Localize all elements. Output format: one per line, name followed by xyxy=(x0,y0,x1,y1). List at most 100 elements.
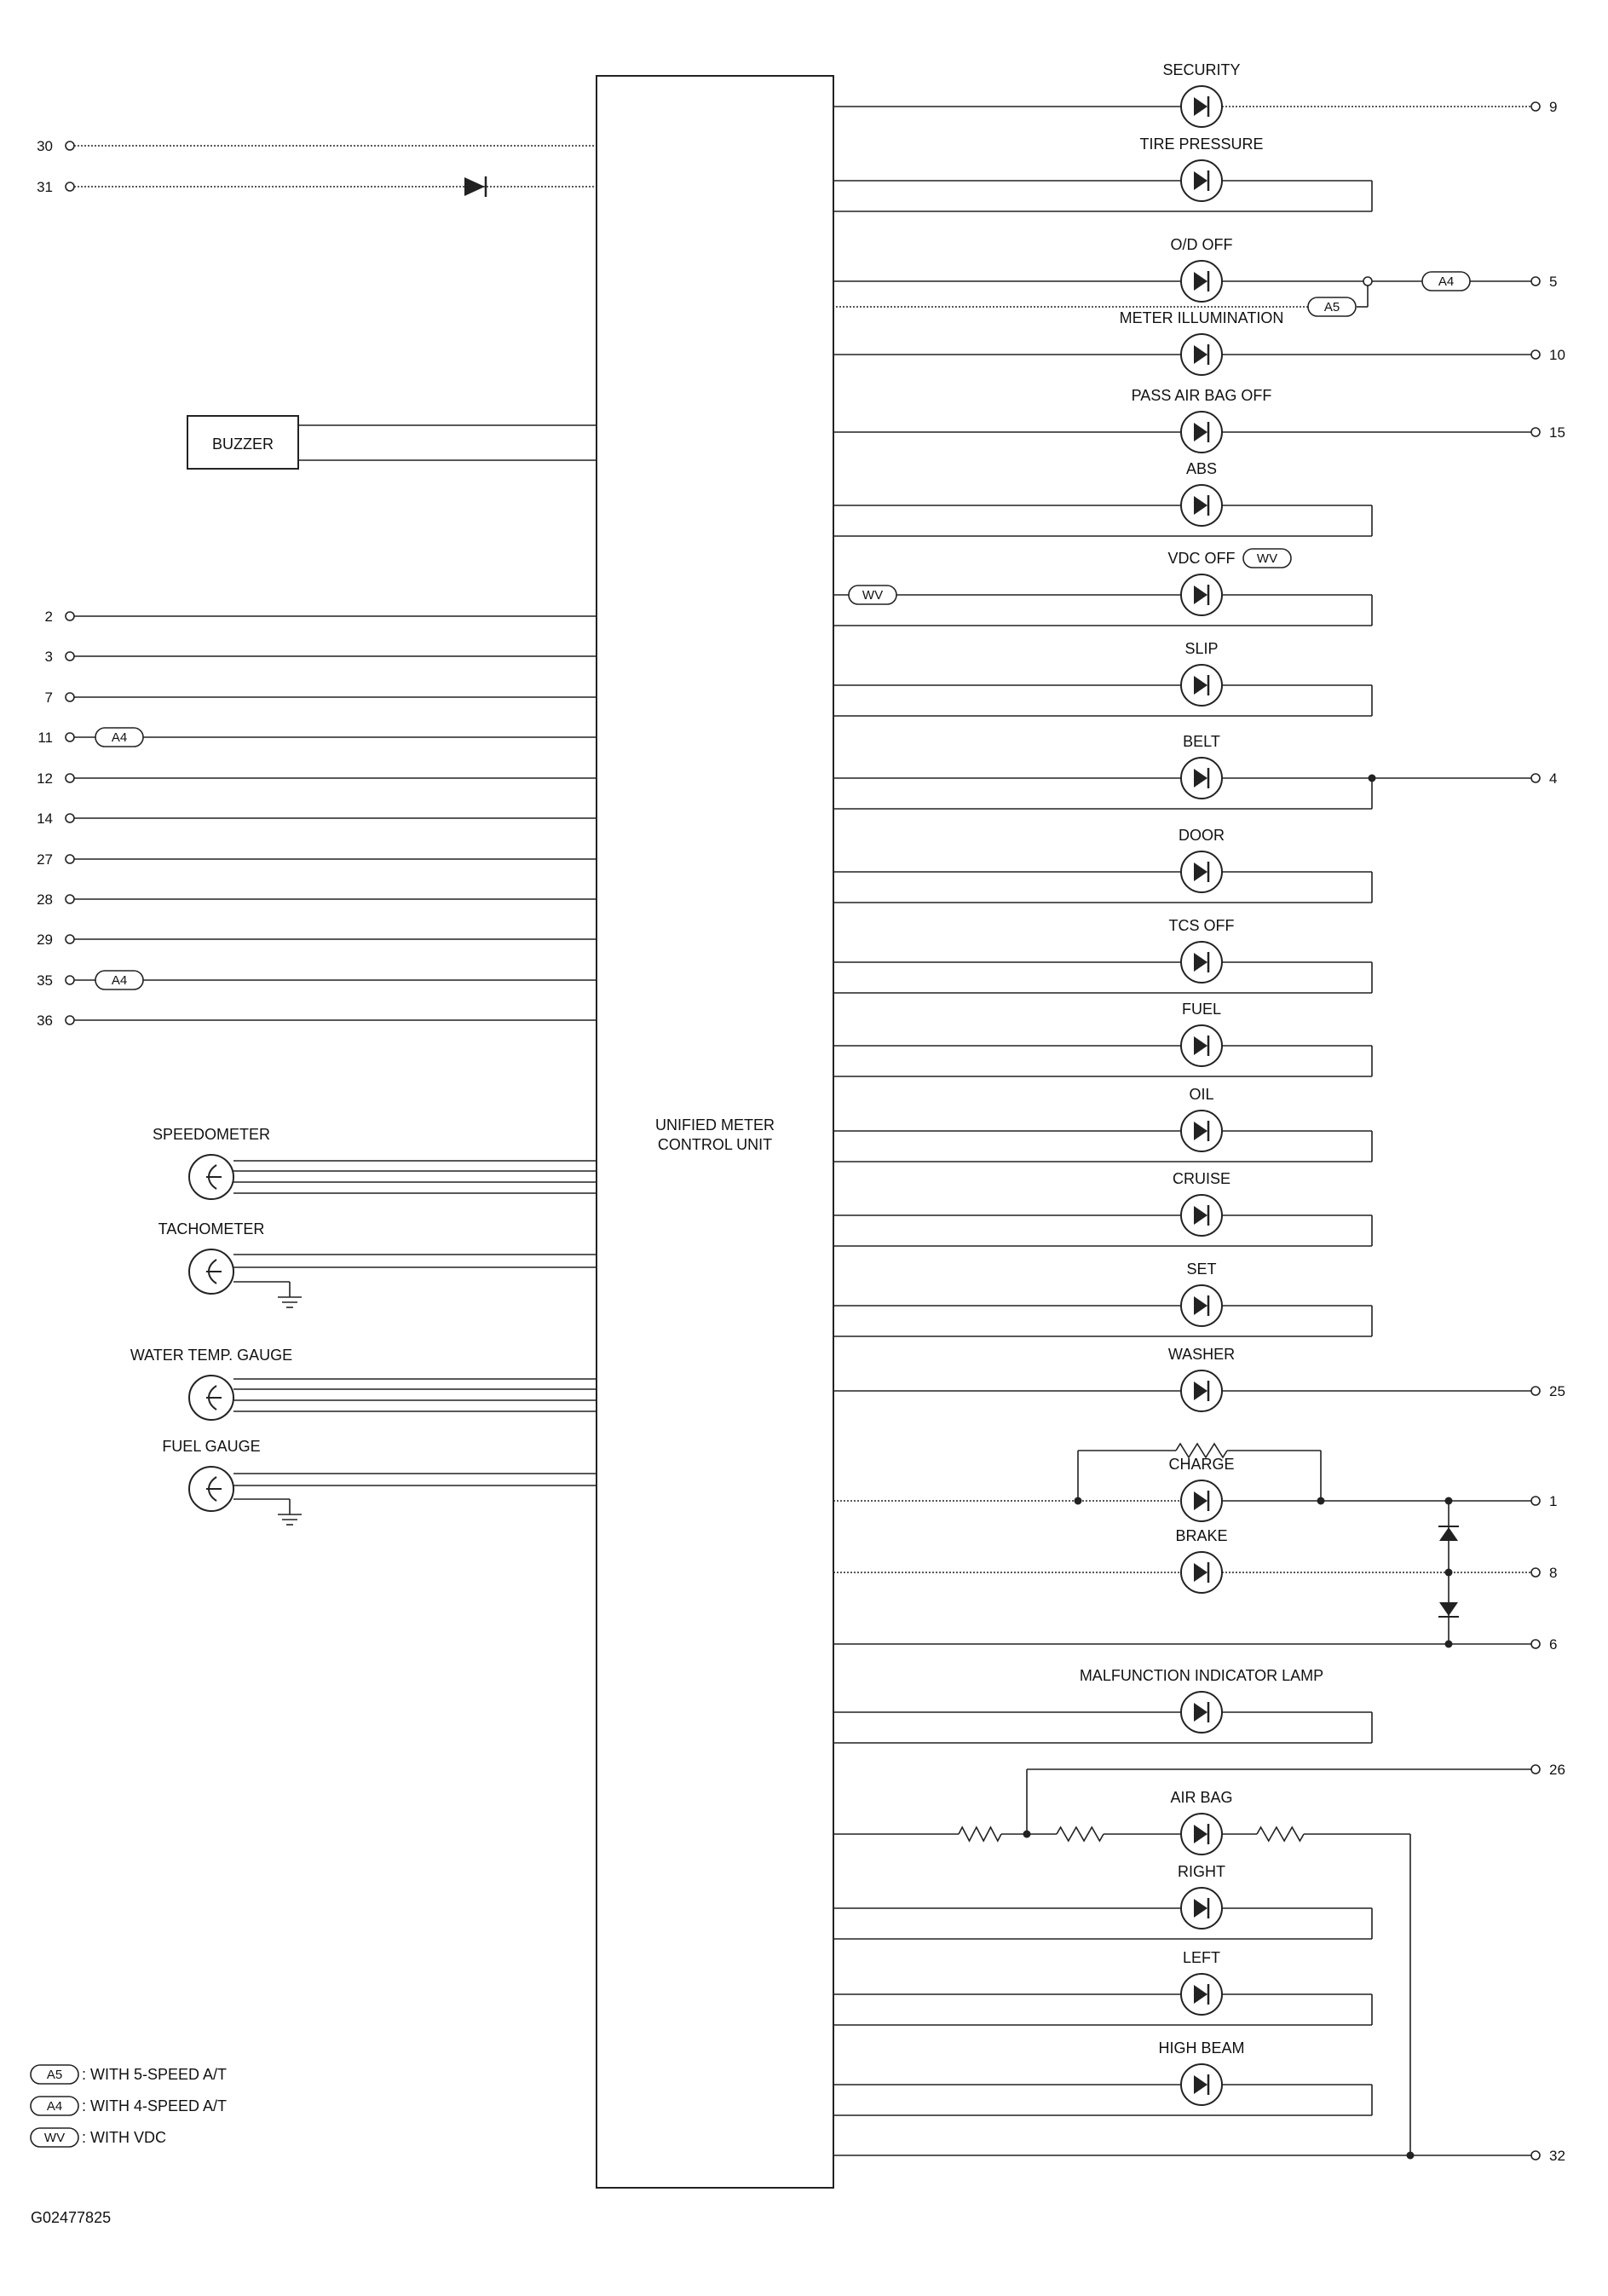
gauge-2: WATER TEMP. GAUGE xyxy=(130,1347,597,1421)
terminal xyxy=(1530,1567,1541,1578)
diode-symbol xyxy=(464,177,485,196)
indicator-label: DOOR xyxy=(1179,827,1225,844)
terminal xyxy=(65,732,75,742)
junction-open xyxy=(1363,276,1373,286)
unified-meter-control-unit xyxy=(596,75,834,2189)
pin-number: 12 xyxy=(37,770,53,787)
buzzer-label: BUZZER xyxy=(212,436,274,453)
terminal xyxy=(65,934,75,944)
indicator-label: MALFUNCTION INDICATOR LAMP xyxy=(1080,1667,1323,1684)
pin-number: 5 xyxy=(1549,274,1557,290)
tag-text: A4 xyxy=(112,730,127,745)
terminal xyxy=(65,182,75,192)
pin-number: 30 xyxy=(37,138,53,154)
option-tag-wv: WV xyxy=(848,585,897,605)
resistor-symbol xyxy=(1056,1826,1104,1843)
indicator-label: ABS xyxy=(1186,460,1217,477)
terminal xyxy=(65,651,75,661)
indicator-label: AIR BAG xyxy=(1170,1789,1232,1806)
left-pin-31: 31 xyxy=(37,176,597,197)
option-tag: A4 xyxy=(95,970,144,990)
terminal xyxy=(1530,349,1541,360)
indicator-label: OIL xyxy=(1189,1086,1213,1103)
tag-text: WV xyxy=(44,2131,65,2145)
indicator-lamp-icon xyxy=(1179,332,1224,377)
indicator-lamp-icon xyxy=(1179,259,1224,303)
diode-symbol xyxy=(1438,1526,1459,1541)
buzzer-box xyxy=(187,415,299,470)
gauge-1: TACHOMETER xyxy=(158,1220,597,1308)
figure-id: G02477825 xyxy=(31,2209,111,2226)
pin-number: 2 xyxy=(45,609,53,625)
diode-symbol xyxy=(1438,1602,1459,1618)
terminal xyxy=(65,141,75,151)
gauge-icon xyxy=(188,1466,234,1512)
indicator-tcs-off: TCS OFF xyxy=(833,917,1373,994)
junction-dot xyxy=(1444,1640,1453,1648)
indicator-slip: SLIP xyxy=(833,640,1373,717)
legend-text: : WITH 5-SPEED A/T xyxy=(82,2066,227,2083)
resistor-symbol xyxy=(1256,1826,1305,1843)
indicator-lamp-icon xyxy=(1179,756,1224,800)
indicator-label: HIGH BEAM xyxy=(1158,2039,1244,2057)
terminal xyxy=(65,773,75,783)
pin-number: 25 xyxy=(1549,1383,1565,1399)
indicator-lamp-icon xyxy=(1179,1690,1224,1734)
pin-number: 26 xyxy=(1549,1762,1565,1778)
pin-number: 31 xyxy=(37,179,53,195)
option-tag: A4 xyxy=(95,727,144,747)
pin-number: 7 xyxy=(45,689,53,706)
tag-text: A4 xyxy=(1438,274,1454,289)
terminal xyxy=(65,692,75,702)
option-tag: WV xyxy=(1242,548,1292,568)
pin-number: 9 xyxy=(1549,99,1557,115)
indicator-label: VDC OFF xyxy=(1168,550,1236,567)
diode-body xyxy=(1439,1527,1458,1541)
gauge-label: WATER TEMP. GAUGE xyxy=(130,1347,292,1364)
indicator-right: RIGHT xyxy=(833,1863,1373,1940)
junction-dot xyxy=(1368,774,1376,782)
indicator-tire-pressure: TIRE PRESSURE xyxy=(833,136,1373,212)
junction-dot xyxy=(1406,2151,1415,2160)
legend-tag: A5 xyxy=(30,2064,79,2085)
gauge-icon xyxy=(188,1249,234,1295)
indicator-lamp-icon xyxy=(1179,1550,1224,1595)
tag-oval xyxy=(30,2127,79,2148)
indicator-lamp-icon xyxy=(1179,1109,1224,1153)
indicator-lamp-icon xyxy=(1179,84,1224,129)
control-unit-label-line1: UNIFIED METER xyxy=(655,1116,775,1134)
indicator-cruise: CRUISE xyxy=(833,1170,1373,1247)
legend-item-a5: A5: WITH 5-SPEED A/T xyxy=(30,2064,227,2085)
tag-oval xyxy=(1421,271,1471,291)
tag-oval xyxy=(95,727,144,747)
tag-text: A5 xyxy=(1324,300,1340,314)
terminal xyxy=(1530,1496,1541,1506)
left-pin-12: 12 xyxy=(37,770,597,787)
pin-number: 35 xyxy=(37,972,53,989)
pin-number-32: 32 xyxy=(1549,2148,1565,2164)
gauge-icon xyxy=(188,1154,234,1200)
indicator-oil: OIL xyxy=(833,1086,1373,1162)
legend-text: : WITH VDC xyxy=(82,2129,166,2146)
terminal xyxy=(1530,427,1541,437)
indicator-lamp-icon xyxy=(1179,1369,1224,1413)
tag-oval xyxy=(30,2064,79,2085)
indicator-high-beam: HIGH BEAM xyxy=(833,2039,1373,2116)
gauge-3: FUEL GAUGE xyxy=(162,1438,597,1526)
indicator-malfunction-indicator-lamp: MALFUNCTION INDICATOR LAMP xyxy=(833,1667,1373,1744)
tag-text: A4 xyxy=(47,2099,62,2114)
left-pin-28: 28 xyxy=(37,891,597,908)
pin-number: 10 xyxy=(1549,347,1565,363)
indicator-lamp-icon xyxy=(1179,2062,1224,2107)
terminal xyxy=(65,854,75,864)
gauge-label: FUEL GAUGE xyxy=(162,1438,260,1455)
gauge-label: TACHOMETER xyxy=(158,1220,265,1237)
resistor-symbol xyxy=(1175,1442,1228,1459)
left-pin-7: 7 xyxy=(45,689,597,706)
indicator-lamp-icon xyxy=(1179,159,1224,203)
